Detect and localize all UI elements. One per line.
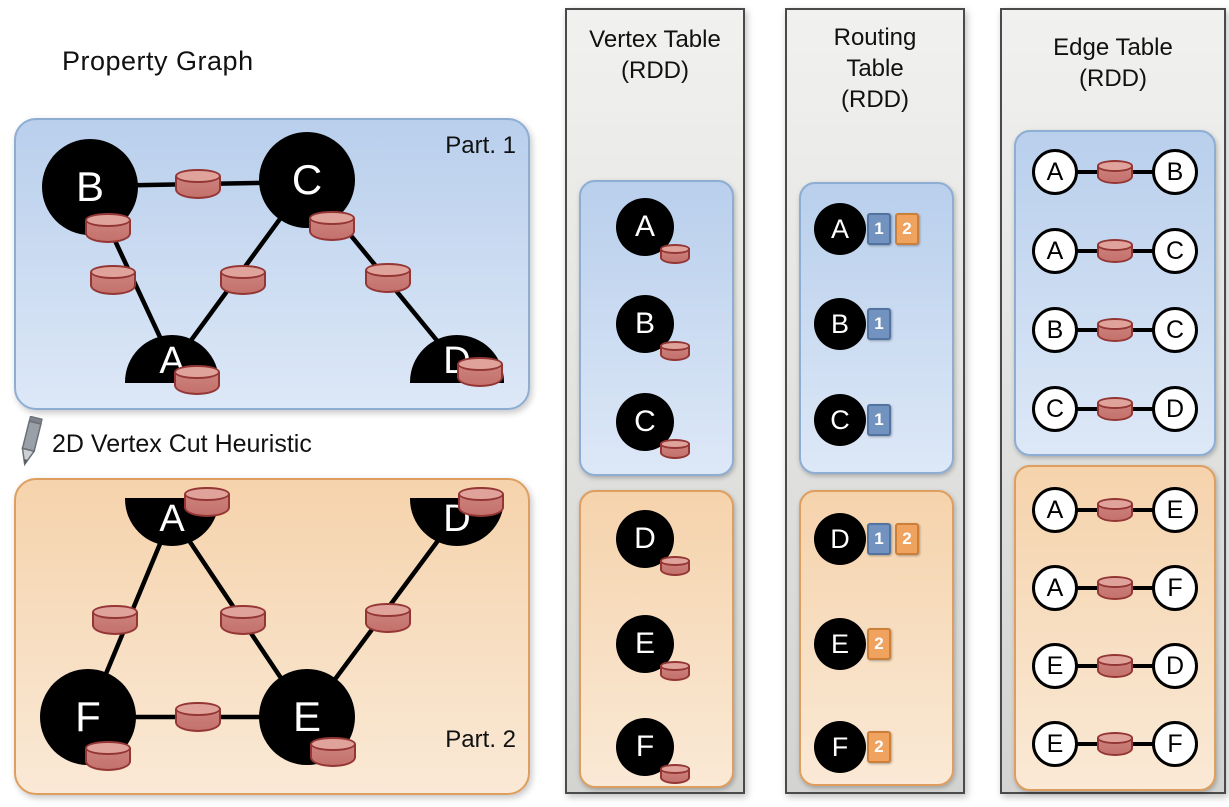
routing-badge-partition-1: 1 bbox=[867, 213, 891, 245]
routing-entry-e: E bbox=[814, 618, 866, 670]
routing-table-title-line2: Table bbox=[846, 55, 904, 82]
vertex-label: D bbox=[634, 522, 656, 555]
edge-property-cylinder-icon bbox=[220, 265, 266, 295]
edge-table-title: Edge Table (RDD) bbox=[1002, 32, 1224, 94]
edge-property-cylinder-icon bbox=[1097, 654, 1133, 678]
edge-property-cylinder-icon bbox=[90, 265, 136, 295]
edge-src-vertex: E bbox=[1032, 721, 1078, 767]
pencil-icon bbox=[21, 416, 43, 467]
vertex-property-cylinder-icon bbox=[660, 556, 690, 576]
vertex-label: C bbox=[830, 404, 850, 435]
edge-property-cylinder-icon bbox=[365, 263, 411, 293]
edge-property-cylinder-icon bbox=[220, 605, 266, 635]
vertex-property-cylinder-icon bbox=[457, 357, 503, 387]
vertex-label: F bbox=[75, 693, 101, 740]
vertex-label: B bbox=[634, 307, 655, 340]
edge-dst-vertex: D bbox=[1152, 386, 1198, 432]
vertex-label: B bbox=[75, 163, 104, 210]
vertex-label: C bbox=[291, 156, 323, 203]
vertex-property-cylinder-icon bbox=[309, 211, 355, 241]
vertex-table-panel: Vertex Table (RDD) A B C D E F bbox=[565, 8, 745, 794]
routing-table-title-line1: Routing bbox=[833, 24, 917, 51]
edge-property-cylinder-icon bbox=[1097, 160, 1133, 184]
routing-table-panel: Routing Table (RDD) A 1 2 B 1 C 1 D 1 2 … bbox=[785, 8, 965, 794]
vertex-label: A bbox=[634, 210, 655, 243]
edge-property-cylinder-icon bbox=[365, 603, 411, 633]
edge-property-cylinder-icon bbox=[1097, 239, 1133, 263]
edge-property-cylinder-icon bbox=[92, 605, 138, 635]
property-graph-title: Property Graph bbox=[62, 46, 254, 76]
routing-entry-a: A bbox=[814, 203, 866, 255]
edge-src-vertex: A bbox=[1032, 228, 1078, 274]
vertex-property-cylinder-icon bbox=[174, 365, 220, 395]
edge-property-cylinder-icon bbox=[1097, 576, 1133, 600]
routing-badge-partition-2: 2 bbox=[867, 628, 891, 660]
edge-dst-vertex: F bbox=[1152, 565, 1198, 611]
edge-src-vertex: C bbox=[1032, 386, 1078, 432]
edge-property-cylinder-icon bbox=[175, 702, 221, 732]
edge-src-vertex: E bbox=[1032, 643, 1078, 689]
edge-dst-vertex: B bbox=[1152, 149, 1198, 195]
vertex-property-cylinder-icon bbox=[458, 487, 504, 517]
vertex-label: B bbox=[830, 308, 849, 339]
edge-src-vertex: A bbox=[1032, 149, 1078, 195]
vertex-label: F bbox=[635, 730, 655, 763]
routing-badge-partition-2: 2 bbox=[895, 523, 919, 555]
vertex-label: E bbox=[292, 693, 321, 740]
edge-property-cylinder-icon bbox=[175, 169, 221, 199]
vertex-property-cylinder-icon bbox=[310, 737, 356, 767]
vertex-label: C bbox=[634, 405, 656, 438]
edge-property-cylinder-icon bbox=[1097, 498, 1133, 522]
edge-property-cylinder-icon bbox=[1097, 318, 1133, 342]
vertex-label: F bbox=[831, 731, 849, 762]
vertex-label: E bbox=[830, 628, 849, 659]
edge-dst-vertex: F bbox=[1152, 721, 1198, 767]
edge-dst-vertex: D bbox=[1152, 643, 1198, 689]
edge-dst-vertex: C bbox=[1152, 228, 1198, 274]
routing-badge-partition-1: 1 bbox=[867, 523, 891, 555]
vertex-cut-heuristic-label: 2D Vertex Cut Heuristic bbox=[52, 430, 312, 458]
vertex-table-title-line2: (RDD) bbox=[621, 57, 689, 84]
vertex-property-cylinder-icon bbox=[660, 244, 690, 264]
vertex-label: E bbox=[634, 627, 655, 660]
edge-src-vertex: A bbox=[1032, 487, 1078, 533]
vertex-property-cylinder-icon bbox=[184, 487, 230, 517]
partition-1-label: Part. 1 bbox=[445, 132, 516, 159]
vertex-label: A bbox=[830, 213, 849, 244]
edge-src-vertex: A bbox=[1032, 565, 1078, 611]
routing-table-title: Routing Table (RDD) bbox=[787, 22, 963, 115]
routing-badge-partition-1: 1 bbox=[867, 308, 891, 340]
vertex-table-title: Vertex Table (RDD) bbox=[567, 24, 743, 86]
routing-entry-f: F bbox=[814, 721, 866, 773]
vertex-property-cylinder-icon bbox=[660, 764, 690, 784]
routing-entry-c: C bbox=[814, 394, 866, 446]
vertex-property-cylinder-icon bbox=[660, 439, 690, 459]
vertex-table-entry-c: C bbox=[616, 393, 674, 451]
vertex-property-cylinder-icon bbox=[85, 741, 131, 771]
vertex-table-title-line1: Vertex Table bbox=[589, 26, 721, 53]
edge-property-cylinder-icon bbox=[1097, 732, 1133, 756]
edge-dst-vertex: C bbox=[1152, 307, 1198, 353]
routing-badge-partition-2: 2 bbox=[895, 213, 919, 245]
routing-badge-partition-2: 2 bbox=[867, 731, 891, 763]
vertex-property-cylinder-icon bbox=[660, 661, 690, 681]
edge-table-panel: Edge Table (RDD) A B A C B C C D A E A F bbox=[1000, 8, 1226, 794]
vertex-label: D bbox=[830, 523, 850, 554]
routing-entry-d: D bbox=[814, 513, 866, 565]
routing-entry-b: B bbox=[814, 298, 866, 350]
edge-dst-vertex: E bbox=[1152, 487, 1198, 533]
vertex-property-cylinder-icon bbox=[660, 341, 690, 361]
edge-table-title-line2: (RDD) bbox=[1079, 65, 1147, 92]
edge-src-vertex: B bbox=[1032, 307, 1078, 353]
edge-property-cylinder-icon bbox=[1097, 397, 1133, 421]
vertex-label: A bbox=[159, 498, 185, 540]
edge-table-title-line1: Edge Table bbox=[1053, 34, 1173, 61]
routing-badge-partition-1: 1 bbox=[867, 404, 891, 436]
routing-table-title-line3: (RDD) bbox=[841, 86, 909, 113]
vertex-property-cylinder-icon bbox=[85, 213, 131, 243]
partition-2-label: Part. 2 bbox=[445, 726, 516, 753]
